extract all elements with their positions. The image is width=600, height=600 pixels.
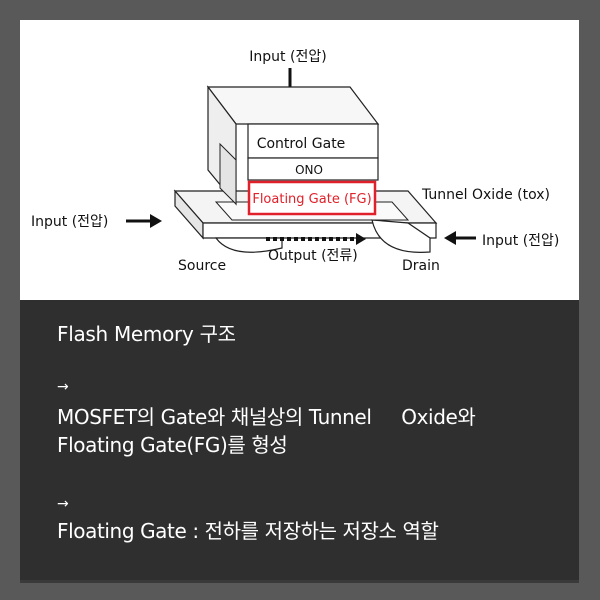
- arrow-input-right-head: [444, 231, 456, 245]
- drain-well: [371, 219, 431, 253]
- label-input-right: Input (전압): [482, 233, 559, 249]
- source-well: [214, 237, 283, 253]
- label-output: Output (전류): [268, 248, 358, 264]
- label-input-left: Input (전압): [31, 214, 108, 230]
- bullet-arrow-2: →: [57, 496, 69, 512]
- flash-memory-diagram: Input (전압) Cont: [20, 20, 579, 300]
- label-floating-gate: Floating Gate (FG): [252, 192, 371, 207]
- label-ono: ONO: [295, 163, 323, 177]
- arrow-input-left-head: [150, 214, 162, 228]
- diagram-svg: Input (전압) Cont: [31, 49, 559, 274]
- label-tunnel-oxide: Tunnel Oxide (tox): [421, 187, 550, 203]
- point2-line1: Floating Gate : 전하를 저장하는 저장소 역할: [57, 519, 439, 543]
- bottom-divider: [20, 580, 579, 583]
- arrow-output-head: [356, 233, 366, 245]
- label-drain: Drain: [402, 258, 440, 274]
- bullet-arrow-1: →: [57, 379, 69, 395]
- label-source: Source: [178, 258, 226, 274]
- floating-gate-box: [247, 180, 377, 216]
- label-control-gate: Control Gate: [257, 136, 346, 152]
- label-input-top: Input (전압): [249, 49, 326, 65]
- caption-title: Flash Memory 구조: [57, 322, 236, 346]
- gate-stack: [206, 85, 380, 216]
- point1-line2: Floating Gate(FG)를 형성: [57, 433, 288, 457]
- caption-panel: Flash Memory 구조 → MOSFET의 Gate와 채널상의 Tun…: [20, 300, 579, 580]
- point1-line1: MOSFET의 Gate와 채널상의 Tunnel Oxide와: [57, 405, 476, 429]
